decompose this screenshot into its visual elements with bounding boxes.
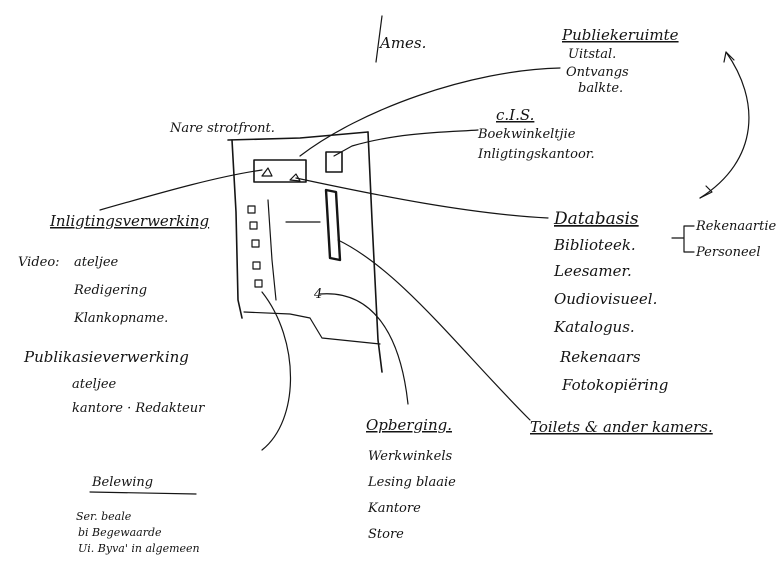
cis-title: c.I.S. (496, 106, 534, 124)
building-right-wall (368, 132, 382, 372)
db-bracket-item-2: Personeel (695, 245, 761, 260)
db-item-3: Oudiovisueel. (554, 290, 657, 308)
info-video-prefix: Video: (18, 255, 60, 270)
storage-item-3: Kantore (367, 501, 421, 516)
database-group: Databasis Biblioteek. Leesamer. Oudiovis… (553, 209, 777, 394)
publication-processing-group: Publikasieverwerking ateljee kantore · R… (23, 348, 205, 416)
building-left-wall (232, 140, 242, 318)
public-item-3: balkte. (578, 81, 623, 96)
connector-lower (262, 292, 291, 450)
storage-item-1: Werkwinkels (368, 449, 452, 464)
info-processing-group: Inligtingsverwerking Video: ateljee Redi… (18, 212, 209, 326)
pub-item-1: ateljee (72, 377, 117, 392)
street-front-label: Nare strotfront. (169, 121, 275, 136)
info-title: Inligtingsverwerking (49, 212, 209, 230)
lower-item-3: Ui. Byva' in algemeen (78, 542, 200, 555)
db-item-5: Rekenaars (559, 348, 641, 366)
storage-item-4: Store (368, 527, 404, 542)
public-space-title: Publiekeruimte (561, 26, 679, 44)
storage-title: Opberging. (366, 416, 452, 434)
reception-marker-2 (290, 174, 300, 181)
db-item-2: Leesamer. (553, 262, 632, 280)
pub-title: Publikasieverwerking (23, 348, 189, 366)
building-inner-wall (268, 200, 276, 300)
connector-toilets (338, 240, 530, 420)
lower-title: Belewing (91, 475, 153, 490)
public-item-1: Uitstal. (568, 47, 616, 62)
storage-group: Opberging. Werkwinkels Lesing blaaie Kan… (366, 416, 456, 542)
connector-database (296, 178, 548, 218)
lower-left-group: Belewing Ser. beale bi Begewaarde Ui. By… (76, 475, 200, 555)
building-lower-partition (244, 312, 380, 344)
connector-cis (334, 130, 478, 156)
database-block (326, 190, 340, 260)
cis-group: c.I.S. Boekwinkeltjie Inligtingskantoor. (477, 106, 595, 162)
db-item-4: Katalogus. (553, 318, 635, 336)
database-title: Databasis (553, 209, 639, 229)
db-item-1: Biblioteek. (553, 236, 636, 254)
storage-item-2: Lesing blaaie (367, 475, 456, 490)
lower-item-2: bi Begewaarde (78, 526, 162, 539)
connector-public-db (700, 52, 749, 198)
toilets-label: Toilets & ander kamers. (530, 418, 713, 436)
connector-storage (320, 294, 408, 404)
small-room-squares (248, 206, 262, 287)
info-item-2: Redigering (73, 283, 147, 298)
pub-item-2: kantore · Redakteur (72, 401, 205, 416)
cis-item-1: Boekwinkeltjie (477, 127, 576, 142)
info-item-3: Klankopname. (73, 311, 168, 326)
cis-item-2: Inligtingskantoor. (477, 147, 595, 162)
db-item-6: Fotokopiëring (561, 376, 668, 394)
north-label: Ames. (378, 34, 426, 52)
cis-block (326, 152, 342, 172)
reception-marker-1 (262, 168, 272, 176)
lower-title-underline (90, 492, 196, 494)
db-bracket (672, 226, 694, 252)
lower-item-1: Ser. beale (76, 510, 132, 523)
db-bracket-item-1: Rekenaartie (695, 219, 777, 234)
public-space-group: Publiekeruimte Uitstal. Ontvangs balkte. (561, 26, 679, 96)
info-item-1: ateljee (74, 255, 119, 270)
public-item-2: Ontvangs (566, 65, 629, 80)
connector-info (100, 170, 262, 210)
